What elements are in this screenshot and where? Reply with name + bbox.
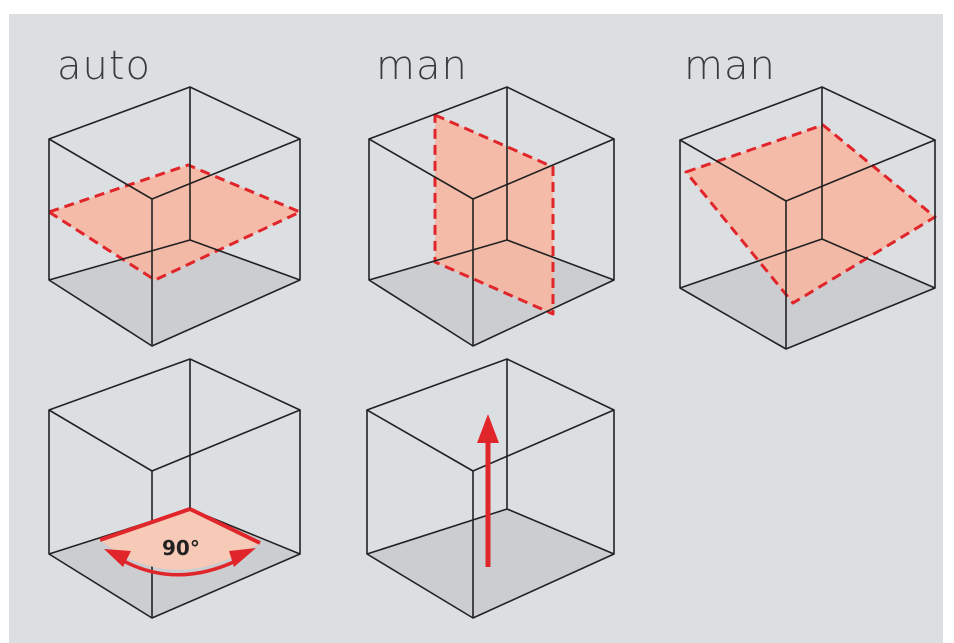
rotation-arrowhead-right	[229, 548, 256, 567]
cube-edges	[48, 86, 301, 347]
vertical-laser-plane	[433, 113, 555, 316]
cube-vertical-laser-plane-icon	[368, 86, 615, 347]
cube-vertical-arrow-icon	[366, 358, 615, 619]
rotation-arrowhead-left	[104, 549, 131, 567]
mode-label-manual-vertical: man	[376, 43, 468, 89]
rotation-bound-left	[99, 507, 191, 542]
mode-label-auto: auto	[57, 43, 152, 89]
cube-edges	[679, 86, 936, 350]
cube-90-degree-rotation-icon: 90°	[48, 358, 301, 619]
cube-edges	[368, 86, 615, 347]
rotation-bound-right	[189, 507, 261, 545]
vertical-arrow-head	[477, 414, 499, 443]
rotation-arc	[119, 557, 239, 577]
cube-horizontal-laser-plane-icon	[47, 86, 302, 347]
cube-edges	[366, 358, 615, 619]
horizontal-laser-plane	[47, 163, 302, 282]
cube-tilted-laser-plane-icon	[679, 86, 937, 350]
mode-label-manual-tilted: man	[684, 43, 776, 89]
angle-label: 90°	[162, 536, 200, 560]
